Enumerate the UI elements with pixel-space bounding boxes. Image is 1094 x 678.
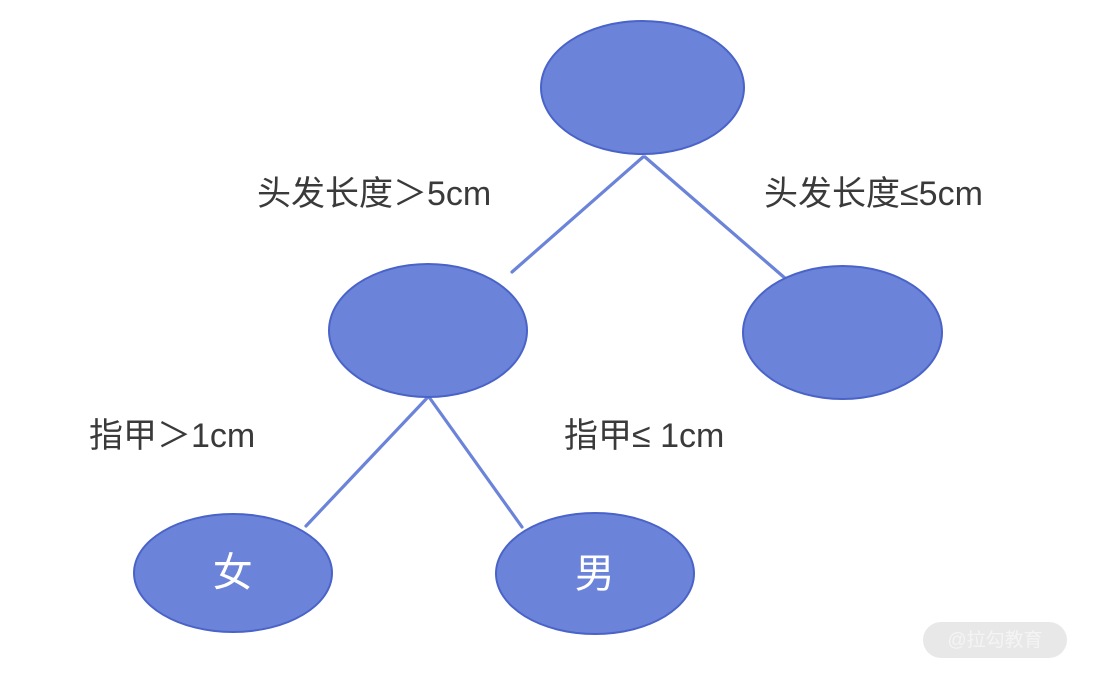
edge-label-nail-short: 指甲≤ 1cm: [564, 417, 725, 455]
edge-mid-left-to-leaf-male: [427, 395, 524, 529]
node-leaf-female-label: 女: [212, 551, 254, 595]
node-leaf-male-label: 男: [574, 551, 616, 596]
node-leaf-female[interactable]: 女: [133, 513, 333, 633]
watermark-text: @拉勾教育: [947, 629, 1043, 651]
edge-root-to-mid-right: [643, 155, 788, 281]
edge-label-hair-short: 头发长度≤5cm: [764, 175, 983, 213]
edge-mid-left-to-leaf-female: [304, 395, 430, 528]
watermark-badge: @拉勾教育: [923, 622, 1067, 658]
node-mid-left[interactable]: [328, 263, 528, 398]
node-mid-right[interactable]: [742, 265, 943, 400]
edge-label-nail-long: 指甲＞1cm: [89, 417, 256, 455]
node-leaf-male[interactable]: 男: [495, 512, 695, 635]
node-root[interactable]: [540, 20, 745, 155]
edge-label-hair-long: 头发长度＞5cm: [257, 175, 492, 213]
edge-root-to-mid-left: [510, 155, 645, 274]
